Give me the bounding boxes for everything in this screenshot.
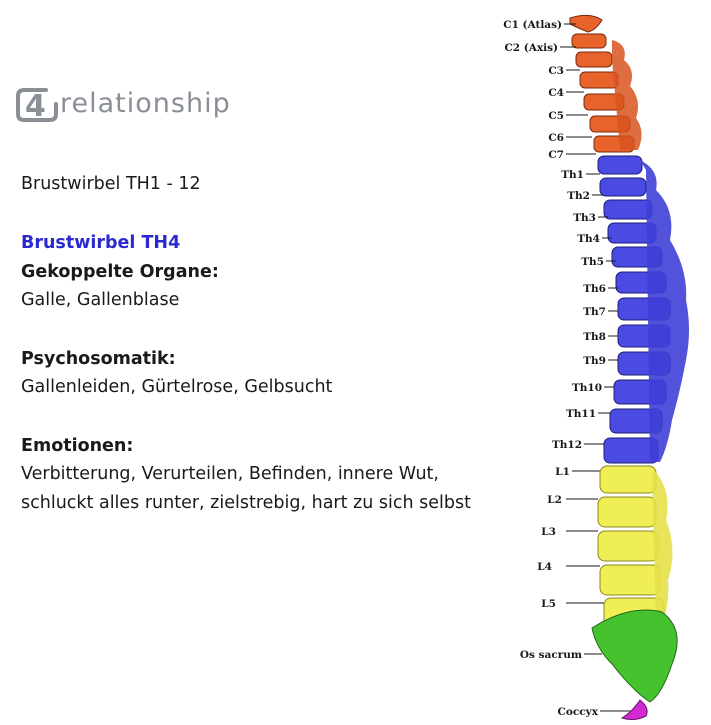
label-th4: Th4	[577, 233, 600, 245]
spine-labels: C1 (Atlas) C2 (Axis) C3 C4 C5 C6 C7 Th1 …	[503, 19, 606, 718]
emotions-text-line-1: Verbitterung, Verurteilen, Befinden, inn…	[21, 464, 439, 484]
emotions-heading: Emotionen:	[21, 436, 134, 456]
label-l3: L3	[541, 526, 556, 538]
organs-text: Galle, Gallenblase	[21, 290, 180, 310]
label-c5: C5	[548, 110, 564, 122]
label-c3: C3	[548, 65, 564, 77]
label-os-sacrum: Os sacrum	[520, 649, 582, 661]
logo: 4 relationship	[16, 84, 256, 128]
label-th1: Th1	[561, 169, 584, 181]
label-th6: Th6	[583, 283, 606, 295]
sacrum	[591, 609, 678, 703]
label-th11: Th11	[566, 408, 596, 420]
label-th2: Th2	[567, 190, 590, 202]
label-coccyx: Coccyx	[557, 706, 598, 718]
cervical-vertebrae	[569, 14, 642, 153]
label-c6: C6	[548, 132, 564, 144]
label-lines	[560, 23, 630, 712]
label-c1: C1 (Atlas)	[503, 19, 562, 31]
emotions-text-line-2: schluckt alles runter, zielstrebig, hart…	[21, 493, 471, 513]
label-th7: Th7	[583, 306, 606, 318]
label-l4: L4	[537, 561, 552, 573]
coccyx	[620, 699, 648, 721]
label-th10: Th10	[572, 382, 602, 394]
section-title: Brustwirbel TH1 - 12	[21, 174, 201, 194]
label-l2: L2	[547, 494, 562, 506]
label-th5: Th5	[581, 256, 604, 268]
label-l1: L1	[555, 466, 570, 478]
spine-illustration: C1 (Atlas) C2 (Axis) C3 C4 C5 C6 C7 Th1 …	[503, 14, 689, 721]
label-c4: C4	[548, 87, 564, 99]
label-th12: Th12	[552, 439, 582, 451]
label-th8: Th8	[583, 331, 606, 343]
thoracic-vertebrae	[597, 155, 689, 464]
logo-text: relationship	[60, 88, 231, 119]
vertebra-title: Brustwirbel TH4	[21, 233, 181, 253]
label-l5: L5	[541, 598, 556, 610]
logo-mark-text: 4	[25, 89, 46, 124]
organs-heading: Gekoppelte Organe:	[21, 262, 219, 282]
label-th3: Th3	[573, 212, 596, 224]
logo-mark-icon: 4	[16, 88, 58, 124]
label-c7: C7	[548, 149, 564, 161]
psychosomatic-text: Gallenleiden, Gürtelrose, Gelbsucht	[21, 377, 333, 397]
psychosomatic-heading: Psychosomatik:	[21, 349, 176, 369]
label-c2: C2 (Axis)	[504, 42, 558, 54]
lumbar-vertebrae	[597, 465, 673, 627]
label-th9: Th9	[583, 355, 606, 367]
